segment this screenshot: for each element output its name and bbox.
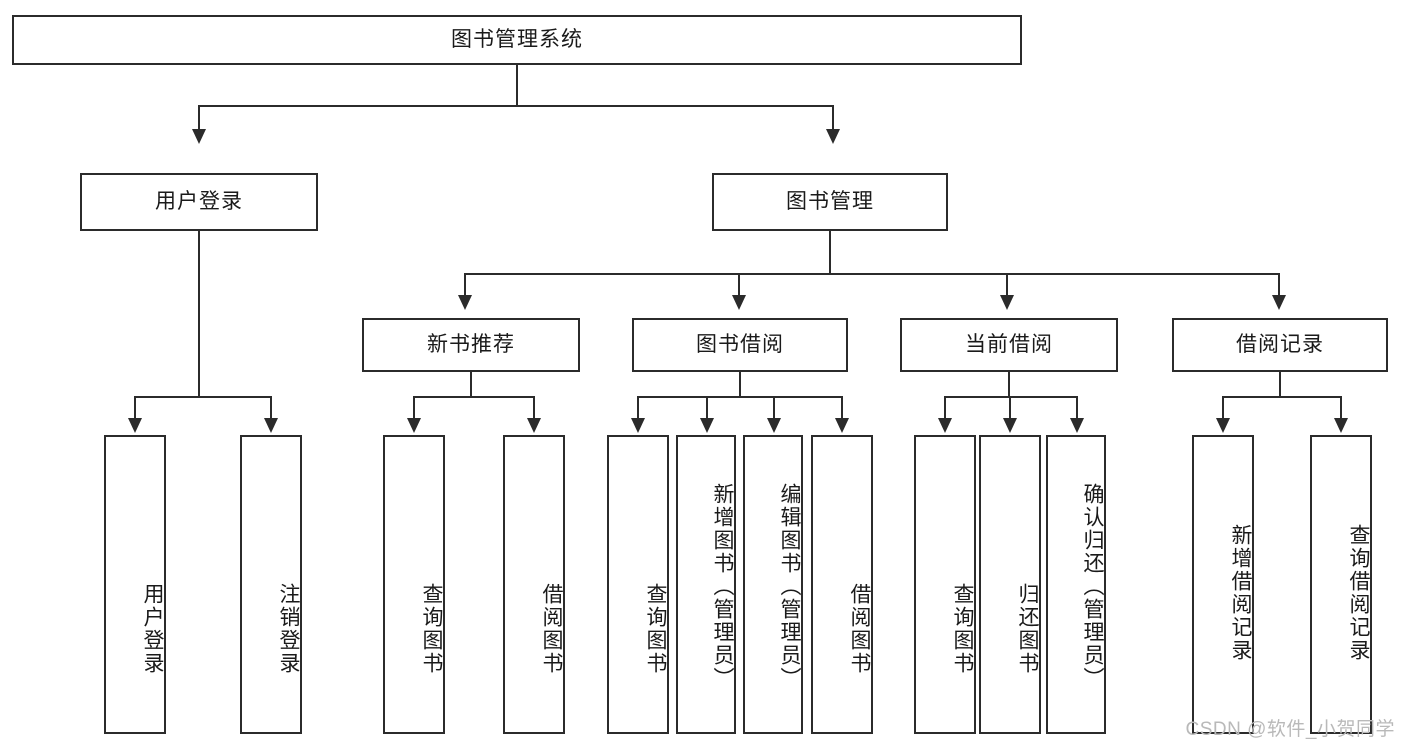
arrowhead-cb-leaf1 bbox=[938, 418, 952, 433]
leaf-query-book-nbr[interactable]: 查询图书 bbox=[383, 435, 445, 734]
connector-root-to-user-login bbox=[198, 105, 200, 131]
arrowhead-to-new-book-recommend bbox=[458, 295, 472, 310]
connector-cb-leaf3 bbox=[1076, 396, 1078, 420]
leaf-logout-login[interactable]: 注销登录 bbox=[240, 435, 302, 734]
connector-root-bus bbox=[198, 105, 834, 107]
node-borrow-record[interactable]: 借阅记录 bbox=[1172, 318, 1388, 372]
leaf-add-book-admin[interactable]: 新增图书（管理员） bbox=[676, 435, 736, 734]
connector-root-stem bbox=[516, 65, 518, 105]
connector-book-management-stem bbox=[829, 231, 831, 273]
node-user-login[interactable]: 用户登录 bbox=[80, 173, 318, 231]
connector-borrow-record-bus bbox=[1222, 396, 1342, 398]
arrowhead-user-login-to-leaf2 bbox=[264, 418, 278, 433]
leaf-query-book-cb[interactable]: 查询图书 bbox=[914, 435, 976, 734]
connector-user-login-stem bbox=[198, 231, 200, 396]
arrowhead-bb-leaf3 bbox=[767, 418, 781, 433]
connector-bb-leaf3 bbox=[773, 396, 775, 420]
connector-level3-bus bbox=[464, 273, 1280, 275]
connector-user-login-bus bbox=[134, 396, 270, 398]
arrowhead-root-to-user-login bbox=[192, 129, 206, 144]
connector-nbr-leaf2 bbox=[533, 396, 535, 420]
arrowhead-root-to-book-management bbox=[826, 129, 840, 144]
connector-to-borrow-record bbox=[1278, 273, 1280, 297]
connector-to-new-book-recommend bbox=[464, 273, 466, 297]
connector-root-to-book-management bbox=[832, 105, 834, 131]
arrowhead-bb-leaf2 bbox=[700, 418, 714, 433]
leaf-borrow-book-nbr[interactable]: 借阅图书 bbox=[503, 435, 565, 734]
connector-borrow-record-stem bbox=[1279, 372, 1281, 396]
leaf-edit-book-admin[interactable]: 编辑图书（管理员） bbox=[743, 435, 803, 734]
connector-book-borrow-bus bbox=[637, 396, 842, 398]
connector-user-login-to-leaf1 bbox=[134, 396, 136, 420]
connector-bb-leaf2 bbox=[706, 396, 708, 420]
connector-bb-leaf1 bbox=[637, 396, 639, 420]
connector-to-current-borrow bbox=[1006, 273, 1008, 297]
arrowhead-to-book-borrow bbox=[732, 295, 746, 310]
arrowhead-user-login-to-leaf1 bbox=[128, 418, 142, 433]
arrowhead-cb-leaf3 bbox=[1070, 418, 1084, 433]
leaf-query-book-bb[interactable]: 查询图书 bbox=[607, 435, 669, 734]
arrowhead-br-leaf1 bbox=[1216, 418, 1230, 433]
connector-nbr-leaf1 bbox=[413, 396, 415, 420]
connector-new-book-recommend-bus bbox=[413, 396, 535, 398]
leaf-borrow-book-bb[interactable]: 借阅图书 bbox=[811, 435, 873, 734]
arrowhead-to-borrow-record bbox=[1272, 295, 1286, 310]
arrowhead-bb-leaf4 bbox=[835, 418, 849, 433]
connector-br-leaf1 bbox=[1222, 396, 1224, 420]
leaf-query-borrow-record[interactable]: 查询借阅记录 bbox=[1310, 435, 1372, 734]
arrowhead-br-leaf2 bbox=[1334, 418, 1348, 433]
node-root-book-management-system[interactable]: 图书管理系统 bbox=[12, 15, 1022, 65]
arrowhead-nbr-leaf1 bbox=[407, 418, 421, 433]
connector-bb-leaf4 bbox=[841, 396, 843, 420]
node-book-borrow[interactable]: 图书借阅 bbox=[632, 318, 848, 372]
connector-br-leaf2 bbox=[1340, 396, 1342, 420]
connector-current-borrow-stem bbox=[1008, 372, 1010, 396]
node-new-book-recommend[interactable]: 新书推荐 bbox=[362, 318, 580, 372]
node-current-borrow[interactable]: 当前借阅 bbox=[900, 318, 1118, 372]
connector-user-login-to-leaf2 bbox=[270, 396, 272, 420]
leaf-confirm-return-admin[interactable]: 确认归还（管理员） bbox=[1046, 435, 1106, 734]
connector-cb-leaf2 bbox=[1009, 396, 1011, 420]
node-book-management[interactable]: 图书管理 bbox=[712, 173, 948, 231]
arrowhead-to-current-borrow bbox=[1000, 295, 1014, 310]
connector-current-borrow-bus bbox=[944, 396, 1078, 398]
arrowhead-nbr-leaf2 bbox=[527, 418, 541, 433]
leaf-return-book[interactable]: 归还图书 bbox=[979, 435, 1041, 734]
connector-to-book-borrow bbox=[738, 273, 740, 297]
leaf-user-login[interactable]: 用户登录 bbox=[104, 435, 166, 734]
arrowhead-bb-leaf1 bbox=[631, 418, 645, 433]
arrowhead-cb-leaf2 bbox=[1003, 418, 1017, 433]
connector-cb-leaf1 bbox=[944, 396, 946, 420]
connector-book-borrow-stem bbox=[739, 372, 741, 396]
connector-new-book-recommend-stem bbox=[470, 372, 472, 396]
leaf-add-borrow-record[interactable]: 新增借阅记录 bbox=[1192, 435, 1254, 734]
